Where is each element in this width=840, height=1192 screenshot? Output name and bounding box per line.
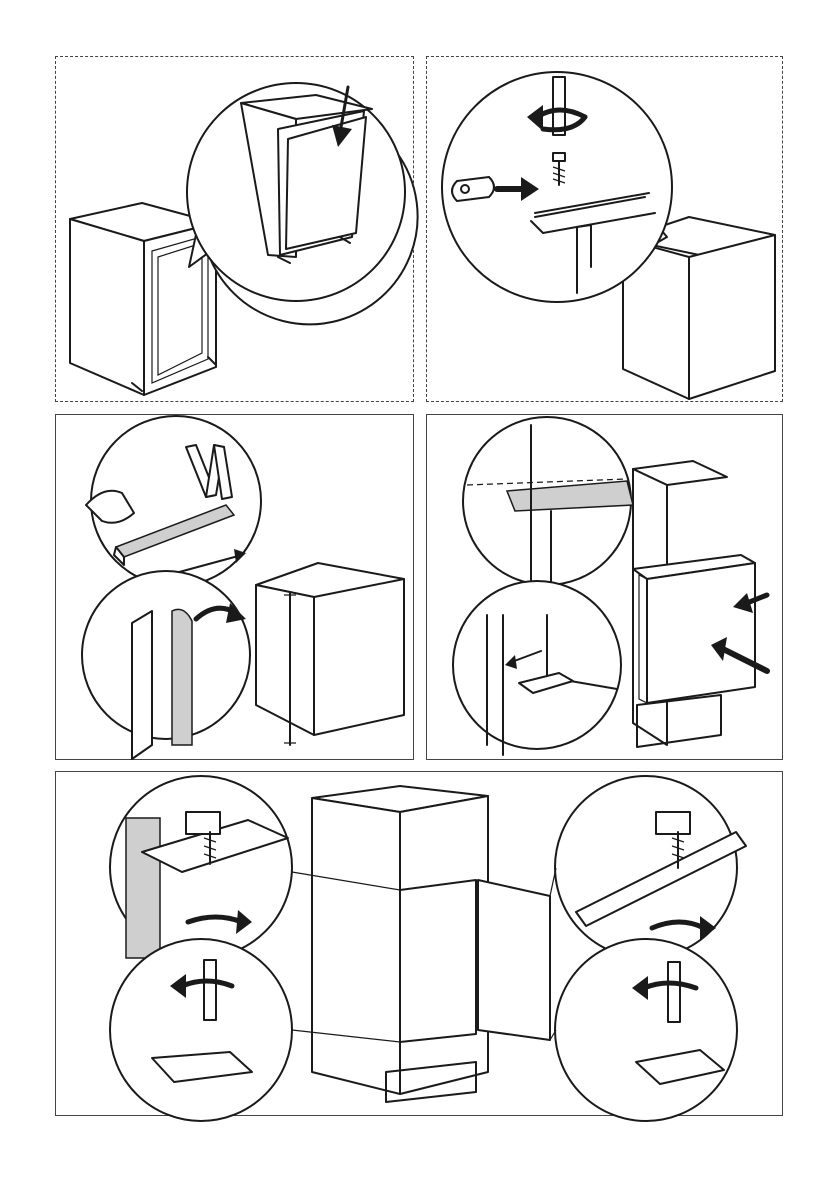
step-4-illustration (427, 415, 784, 761)
step-3-panel (55, 414, 414, 760)
appliance-body-icon (633, 555, 755, 703)
magnifier-circle-top (463, 417, 633, 585)
screwdriver-icon (553, 77, 565, 135)
step-5-panel (55, 771, 783, 1116)
step-2-illustration (427, 57, 784, 403)
step-2-panel (426, 56, 783, 402)
step-5-illustration (56, 772, 784, 1117)
step-3-illustration (56, 415, 415, 761)
magnifier-circle-bottom (82, 571, 250, 739)
magnifier-bottom-right (555, 939, 737, 1121)
door-icon (478, 880, 550, 1040)
bracket-icon (452, 177, 494, 201)
appliance-body-icon (256, 563, 404, 745)
magnifier-top-right (555, 776, 746, 958)
magnifier-bottom-left (110, 939, 292, 1121)
magnifier-top-left (110, 776, 292, 958)
appliance-opening (400, 880, 476, 1042)
step-1-illustration (56, 57, 415, 403)
step-4-panel (426, 414, 783, 760)
step-1-panel (55, 56, 414, 402)
magnifier-circle-bottom (453, 581, 621, 755)
